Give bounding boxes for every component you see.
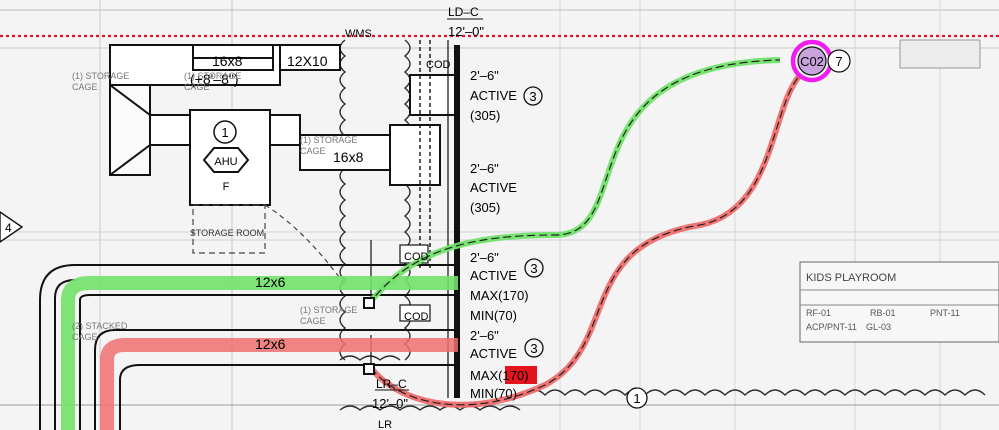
- diffuser-tag-circle-4: [524, 338, 544, 358]
- diffuser-tag-circle-1: [523, 86, 543, 106]
- cod-label-3: COD: [404, 311, 429, 323]
- grid-tag-4-triangle: [0, 211, 24, 243]
- return-duct-label: 12x6: [255, 336, 286, 352]
- diffuser-size-4: 2'–6": [470, 328, 499, 343]
- grid-tag-1-circle: [626, 387, 648, 409]
- filter-label: F: [223, 181, 230, 193]
- diffuser-flow-2: (305): [470, 200, 500, 215]
- supply-duct-label: 12x6: [255, 274, 286, 290]
- diffuser-group-3: 2'–6" ACTIVE 3 MAX(170) MIN(70): [470, 250, 544, 323]
- supply-duct-highlight: [61, 276, 458, 430]
- sensor-number: 7: [835, 54, 842, 69]
- cod-label-1: COD: [426, 59, 451, 71]
- diffuser-tag-4: 3: [530, 341, 537, 356]
- storage-room-label: STORAGE ROOM: [190, 228, 264, 238]
- diffuser-size-2: 2'–6": [470, 161, 499, 176]
- co2-sensor-label: C02: [800, 54, 824, 69]
- lr-c-size: 12'–0": [372, 396, 408, 411]
- diffuser-type-4: ACTIVE: [470, 346, 517, 361]
- ld-c-size: 12'–0": [448, 24, 484, 39]
- sensor-number-circle: [827, 49, 851, 73]
- highlighted-max-value: 170: [503, 368, 525, 383]
- diffuser-group-2: 2'–6" ACTIVE (305): [470, 161, 517, 215]
- supply-terminal: [363, 297, 375, 309]
- room-finish-4: ACP/PNT-11: [806, 322, 857, 332]
- grid-tag-4: 4: [5, 221, 12, 235]
- diffuser-type-1: ACTIVE: [470, 88, 517, 103]
- diffuser-max-4: MAX(170): [470, 368, 529, 383]
- diffuser-tag-3: 3: [530, 261, 537, 276]
- horizontal-ducts: [39, 264, 458, 430]
- room-finish-1: RF-01: [806, 308, 831, 318]
- diffuser-group-4: 2'–6" ACTIVE 3 MAX(170) MIN(70): [470, 328, 544, 401]
- return-duct-highlight: [100, 338, 458, 430]
- ahu-label: AHU: [214, 156, 237, 168]
- duct-label-16x8-top: 16x8: [212, 53, 243, 69]
- supply-route-core: [367, 59, 781, 306]
- storage-room-outline: [192, 204, 266, 254]
- room-finish-2: RB-01: [870, 308, 896, 318]
- cod-label-2: COD: [404, 251, 429, 263]
- return-route-core: [370, 74, 801, 406]
- diffuser-type-3: ACTIVE: [470, 268, 517, 283]
- wms-label: WMS: [345, 28, 372, 40]
- storage-room-door: [264, 204, 346, 286]
- diffuser-min-4: MIN(70): [470, 386, 517, 401]
- equipment-tag-number: 1: [221, 125, 228, 140]
- room-info-outline: [799, 261, 999, 343]
- co2-sensor-icon: [797, 46, 827, 76]
- diffuser-tag-circle-3: [524, 258, 544, 278]
- elevation-label: (+8'–8"): [190, 71, 239, 87]
- diffuser-flow-1: (305): [470, 108, 500, 123]
- diffuser-type-2: ACTIVE: [470, 180, 517, 195]
- ahu-equipment: [109, 44, 456, 206]
- room-finish-5: GL-03: [866, 322, 891, 332]
- diffuser-size-1: 2'–6": [470, 68, 499, 83]
- grid-tag-1: 1: [633, 391, 640, 406]
- lr-bottom-label: LR: [378, 419, 392, 430]
- diffuser-min-3: MIN(70): [470, 308, 517, 323]
- ld-c-label: LD–C: [448, 5, 479, 19]
- duct-label-12x10: 12X10: [287, 53, 328, 69]
- diffuser-group-1: 2'–6" ACTIVE 3 (305): [470, 68, 543, 123]
- diffuser-max-3: MAX(170): [470, 288, 529, 303]
- room-name: KIDS PLAYROOM: [806, 272, 896, 284]
- max-value-highlight-box: [505, 366, 537, 384]
- diffuser-size-3: 2'–6": [470, 250, 499, 265]
- room-info-block: KIDS PLAYROOM RF-01 RB-01 PNT-11 ACP/PNT…: [799, 261, 999, 343]
- lr-c-label: LR–C: [376, 377, 407, 391]
- diffuser-tag-1: 3: [529, 89, 536, 104]
- room-finish-3: PNT-11: [930, 308, 960, 318]
- equipment-tag-circle: [213, 120, 237, 144]
- return-terminal: [363, 363, 375, 375]
- duct-label-16x8-mid: 16x8: [333, 149, 364, 165]
